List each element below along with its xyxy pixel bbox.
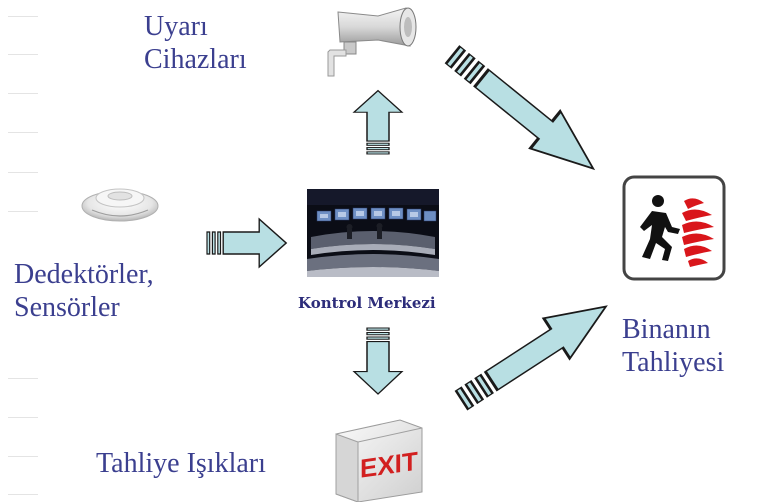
warning-devices-label: Uyarı Cihazları [144, 10, 247, 76]
margin-dash [8, 417, 38, 418]
arrow-warning-to-evacuation [436, 35, 610, 189]
evacuation-lights-label: Tahliye Işıkları [96, 448, 266, 479]
detectors-label: Dedektörler, Sensörler [14, 258, 154, 324]
arrow-detectors-to-control [206, 218, 287, 268]
arrow-control-to-warning [353, 89, 403, 155]
building-evacuation-label-line2: Tahliyesi [622, 347, 725, 378]
margin-dash [8, 211, 38, 212]
margin-dash [8, 456, 38, 457]
margin-dash [8, 54, 38, 55]
margin-dash [8, 378, 38, 379]
building-evacuation-label: Binanın Tahliyesi [622, 313, 724, 379]
margin-dash [8, 132, 38, 133]
arrow-lights-to-evacuation [447, 285, 621, 422]
warning-devices-label-line1: Uyarı [144, 11, 208, 42]
control-room-icon [307, 189, 439, 277]
detectors-label-line2: Sensörler [14, 292, 120, 323]
margin-dash [8, 16, 38, 17]
exit-sign-icon: EXIT [335, 419, 423, 502]
arrow-control-to-lights [353, 327, 403, 395]
margin-dash [8, 494, 38, 495]
smoke-detector-icon [81, 188, 159, 222]
control-center-label: Kontrol Merkezi [298, 294, 436, 312]
detectors-label-line1: Dedektörler, [14, 259, 154, 290]
warning-devices-label-line2: Cihazları [144, 44, 247, 75]
building-evacuation-label-line1: Binanın [622, 314, 711, 345]
margin-dash [8, 93, 38, 94]
siren-speaker-icon [327, 7, 417, 77]
fire-escape-sign-icon [622, 175, 726, 281]
margin-dash [8, 172, 38, 173]
